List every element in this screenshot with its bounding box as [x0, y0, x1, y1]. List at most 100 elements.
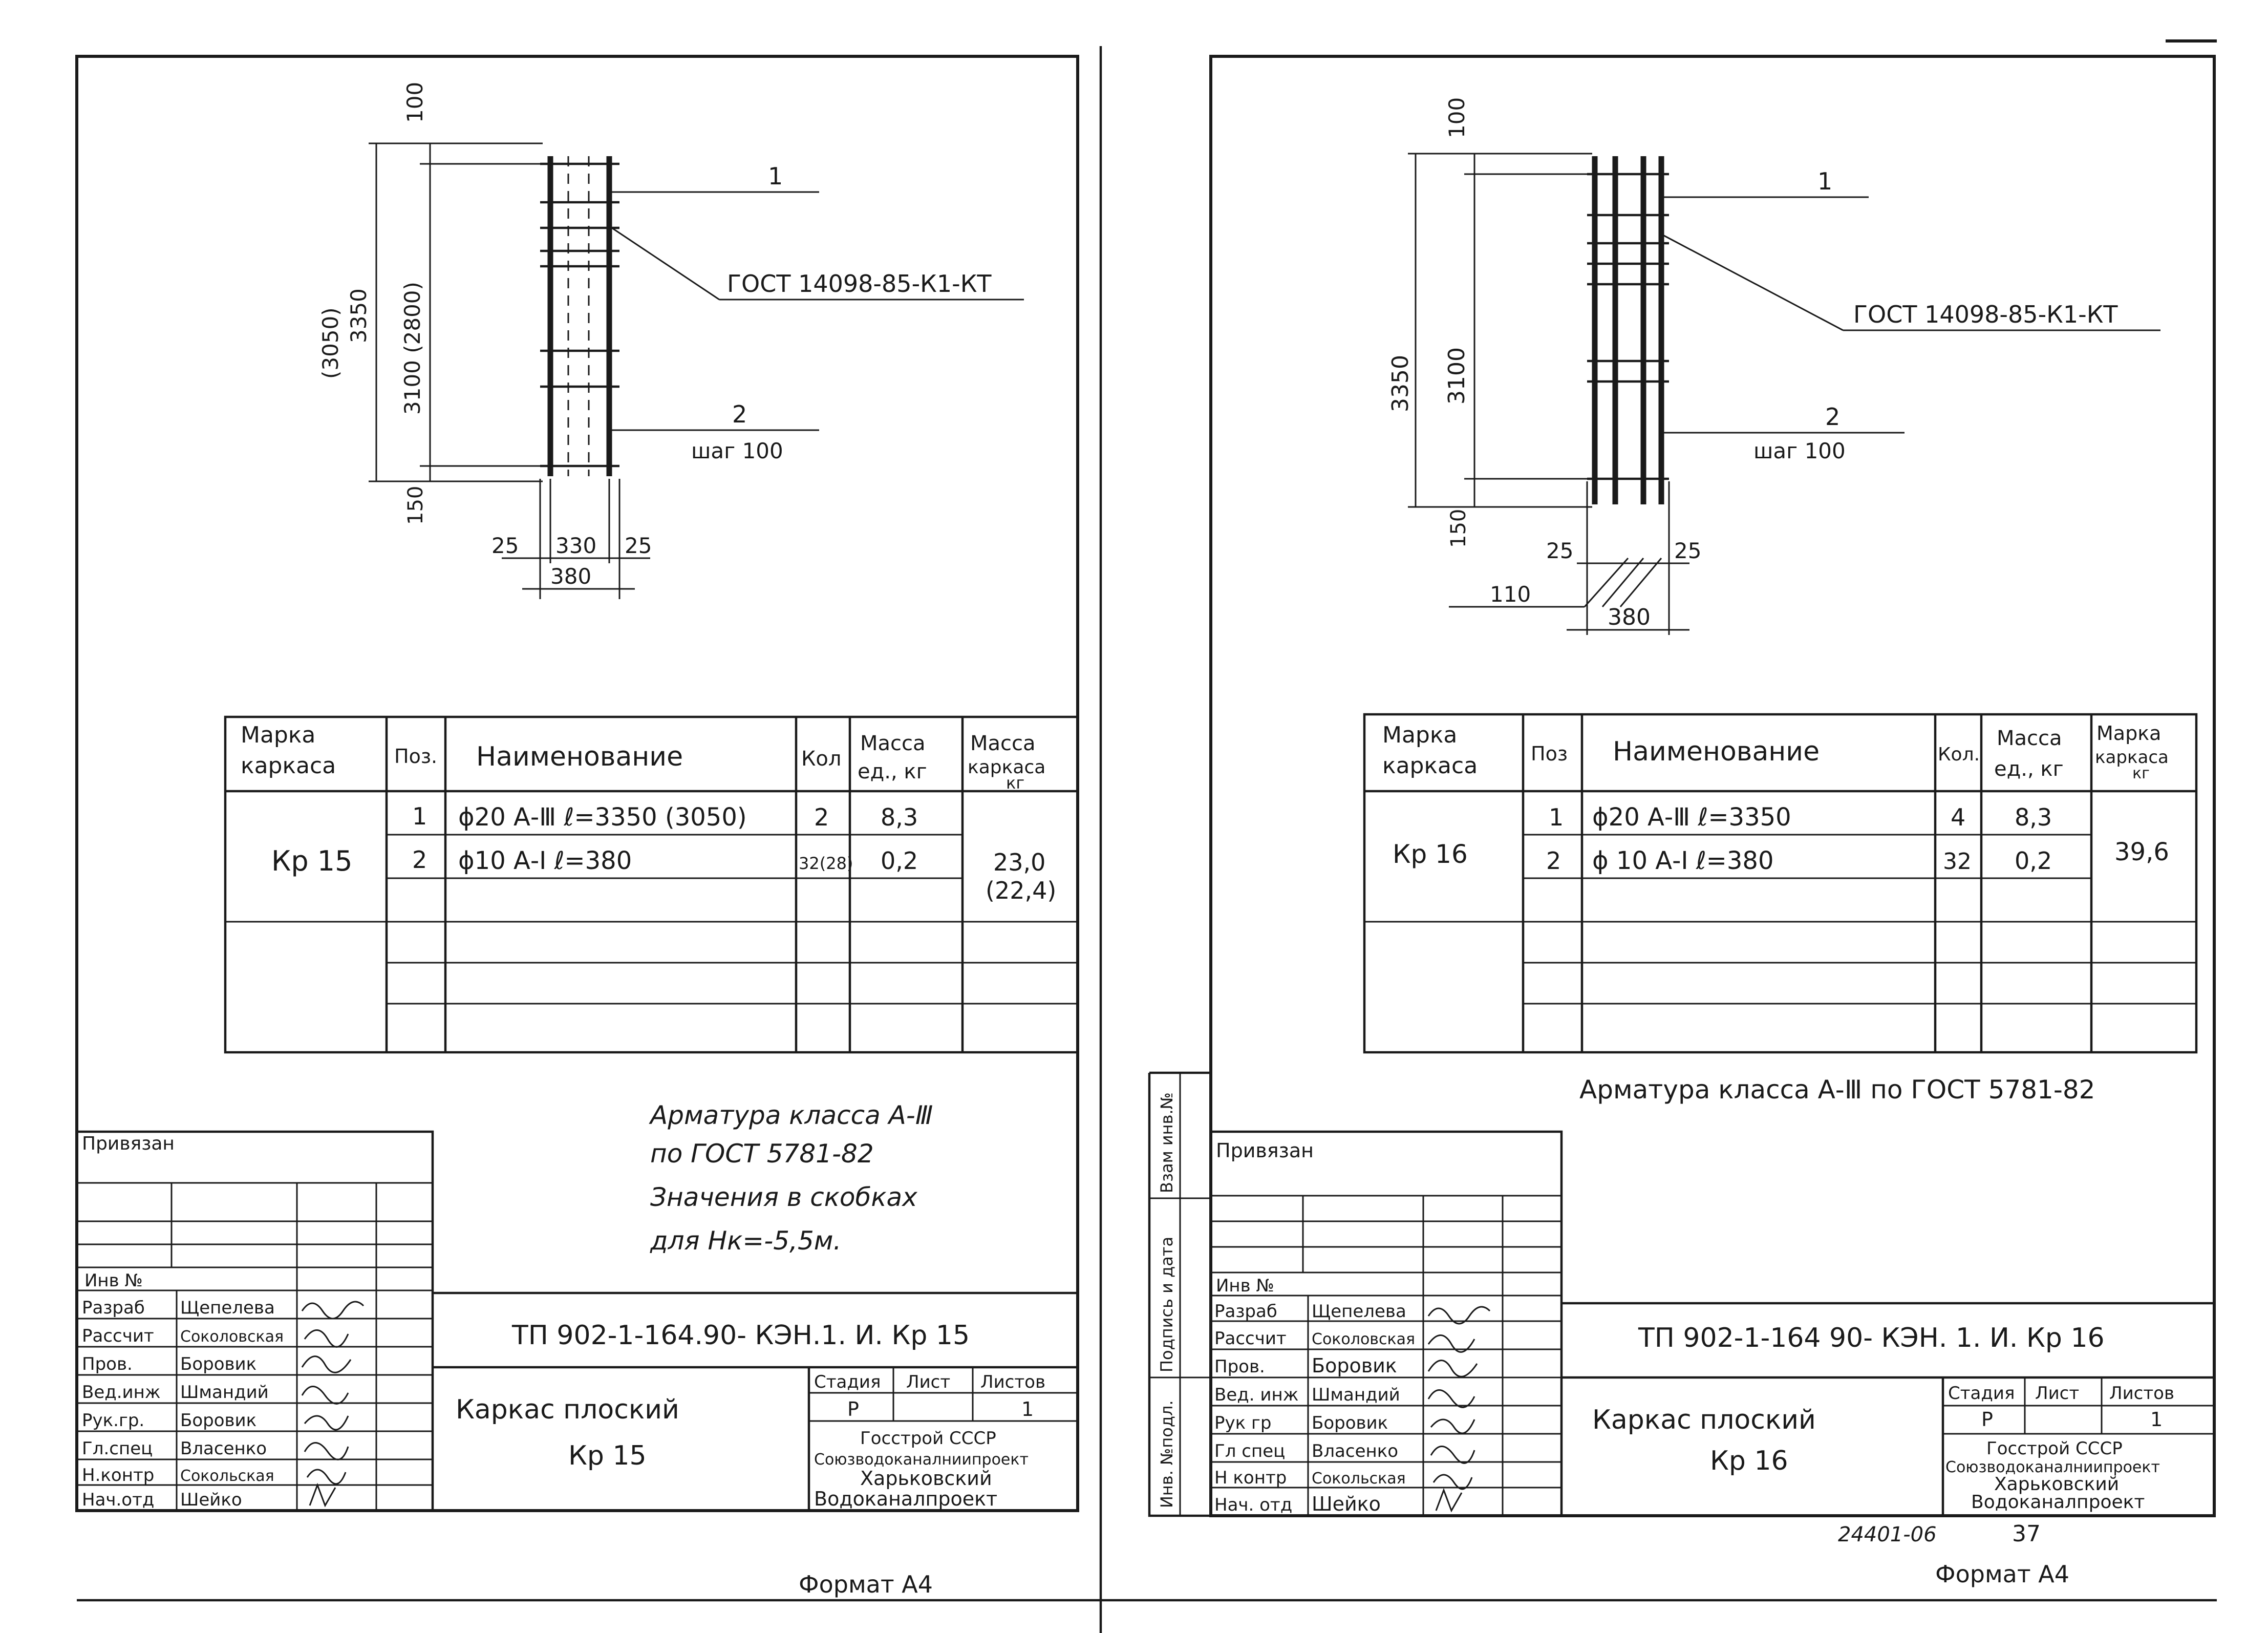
th-mark-kr15: Марка — [241, 722, 315, 748]
inv-no-kr16: Инв № — [1216, 1276, 1274, 1296]
th-pos-kr15: Поз. — [394, 745, 437, 768]
name-2-kr15: Соколовская — [180, 1328, 284, 1346]
th-total2-kr15: каркаса — [968, 757, 1045, 778]
dim-right-kr16: 25 — [1674, 538, 1701, 563]
role-7-kr16: Н контр — [1214, 1468, 1287, 1488]
side-sign-kr16: Подпись и дата — [1157, 1237, 1176, 1372]
cell-mass-2-kr15: 0,2 — [881, 847, 918, 875]
dim-mid-kr15: 3100 (2800) — [400, 282, 425, 415]
note-1-kr15: Арматура класса А-Ⅲ — [649, 1100, 933, 1130]
role-4-kr16: Вед. инж — [1214, 1385, 1298, 1405]
callout-gost-kr15: ГОСТ 14098-85-К1-КТ — [727, 270, 992, 298]
dim-bottom-kr16: 150 — [1447, 509, 1470, 548]
format-kr15: Формат А4 — [799, 1571, 933, 1598]
role-3-kr15: Пров. — [82, 1354, 133, 1374]
role-6-kr15: Гл.спец — [82, 1438, 153, 1459]
cell-name-1-kr16: ϕ20 А-Ⅲ ℓ=3350 — [1592, 803, 1791, 832]
sheet-kr16: 100 3350 3100 150 25 25 110 380 1 ГОСТ 1… — [1148, 39, 2217, 1588]
cell-name-2-kr16: ϕ 10 А-Ⅰ ℓ=380 — [1592, 846, 1774, 875]
name-7-kr16: Сокольская — [1312, 1470, 1406, 1488]
name-1-kr16: Щепелева — [1312, 1301, 1406, 1322]
cell-qty-1-kr16: 4 — [1951, 803, 1965, 831]
page-number-kr16: 37 — [2012, 1521, 2041, 1547]
dim-width-kr15: 380 — [550, 564, 591, 589]
signatures-kr16 — [1427, 1306, 1491, 1513]
dim-total-kr16: 3350 — [1387, 355, 1414, 412]
name-1-kr15: Щепелева — [180, 1298, 275, 1318]
th-mass2-kr16: ед., кг — [1994, 757, 2064, 781]
name-3-kr16: Боровик — [1312, 1354, 1397, 1377]
sheets-h-kr16: Листов — [2109, 1383, 2174, 1404]
role-2-kr15: Рассчит — [82, 1326, 154, 1346]
name-5-kr15: Боровик — [180, 1410, 256, 1431]
th-mass-kr15: Масса — [860, 732, 926, 755]
dim-top-kr15: 100 — [402, 82, 427, 123]
dim-offset-kr16: 110 — [1490, 582, 1531, 607]
note-4-kr15: для Нк=-5,5м. — [650, 1226, 841, 1256]
callout-1-kr15: 1 — [768, 162, 783, 190]
callout-gost-kr16: ГОСТ 14098-85-К1-КТ — [1853, 301, 2118, 328]
cell-name-2-kr15: ϕ10 А-Ⅰ ℓ=380 — [458, 846, 632, 875]
cell-qty-2-kr16: 32 — [1943, 849, 1972, 875]
dim-inner-kr15: 330 — [555, 533, 596, 558]
org-4-kr15: Водоканалпроект — [814, 1488, 997, 1510]
spec-table-kr16 — [1363, 713, 2198, 1054]
callout-step-kr15: шаг 100 — [691, 438, 783, 463]
note-2-kr15: по ГОСТ 5781-82 — [650, 1139, 874, 1169]
role-6-kr16: Гл спец — [1214, 1441, 1285, 1461]
th-total-kr16: Марка — [2096, 722, 2161, 745]
name-2-kr16: Соколовская — [1312, 1330, 1415, 1348]
cell-mark-kr15: Кр 15 — [271, 845, 353, 877]
role-8-kr16: Нач. отд — [1214, 1495, 1292, 1515]
org-4-kr16: Водоканалпроект — [1971, 1492, 2145, 1513]
sheet-2-frame — [1209, 55, 2216, 1517]
th-pos-kr16: Поз — [1531, 743, 1568, 765]
sheets-total-kr16: 1 — [2150, 1408, 2163, 1431]
th-total3-kr16: кг — [2132, 765, 2150, 782]
title-1-kr16: Каркас плоский — [1592, 1405, 1816, 1435]
th-qty-kr15: Кол — [801, 747, 841, 771]
title-2-kr16: Кр 16 — [1710, 1446, 1788, 1476]
name-6-kr15: Власенко — [180, 1438, 267, 1459]
dim-right-kr15: 25 — [625, 533, 652, 558]
sheets-total-kr15: 1 — [1021, 1398, 1034, 1420]
name-4-kr15: Шмандий — [180, 1382, 269, 1403]
org-2-kr16: Союзводоканалниипроект — [1945, 1458, 2160, 1476]
th-name-kr16: Наименование — [1613, 736, 1820, 767]
role-5-kr16: Рук гр — [1214, 1413, 1271, 1433]
signatures-kr15 — [301, 1301, 365, 1508]
role-1-kr15: Разраб — [82, 1298, 145, 1318]
dim-width-kr16: 380 — [1608, 604, 1651, 630]
doc-number-kr16: 24401-06 — [1838, 1523, 1937, 1546]
cell-pos-1-kr15: 1 — [412, 802, 427, 830]
name-8-kr15: Шейко — [180, 1490, 242, 1510]
stage-h-kr15: Стадия — [814, 1372, 881, 1392]
rebar-sketch-kr16 — [1408, 153, 2160, 635]
org-1-kr16: Госстрой СССР — [1986, 1438, 2123, 1459]
doc-code-kr16: ТП 902-1-164 90- КЭН. 1. И. Кр 16 — [1638, 1323, 2105, 1353]
th-total3-kr15: кг — [1006, 773, 1024, 793]
role-2-kr16: Рассчит — [1214, 1328, 1287, 1349]
cell-name-1-kr15: ϕ20 А-Ⅲ ℓ=3350 (3050) — [458, 803, 747, 832]
cell-total-kr15: 23,0 — [993, 849, 1045, 876]
privyazan-kr15: Привязан — [82, 1133, 175, 1154]
name-4-kr16: Шмандий — [1312, 1385, 1400, 1405]
th-total2-kr16: каркаса — [2095, 747, 2169, 768]
cell-qty-2-kr15: 32(28) — [799, 854, 853, 873]
role-8-kr15: Нач.отд — [82, 1490, 154, 1510]
spec-table-kr15 — [224, 715, 1079, 1054]
cell-total-alt-kr15: (22,4) — [986, 877, 1056, 904]
org-3-kr15: Харьковский — [860, 1467, 992, 1490]
role-1-kr16: Разраб — [1214, 1301, 1277, 1322]
name-8-kr16: Шейко — [1312, 1493, 1381, 1515]
name-5-kr16: Боровик — [1312, 1413, 1388, 1433]
dim-top-kr16: 100 — [1444, 97, 1469, 138]
th-mark2-kr15: каркаса — [241, 753, 336, 779]
dim-bottom-kr15: 150 — [404, 486, 427, 525]
sheet-h-kr16: Лист — [2035, 1383, 2079, 1404]
cell-mass-1-kr16: 8,3 — [2015, 803, 2052, 831]
cell-pos-2-kr16: 2 — [1546, 847, 1561, 875]
th-mass2-kr15: ед., кг — [858, 760, 927, 783]
inv-no-kr15: Инв № — [84, 1270, 143, 1291]
name-3-kr15: Боровик — [180, 1354, 256, 1374]
